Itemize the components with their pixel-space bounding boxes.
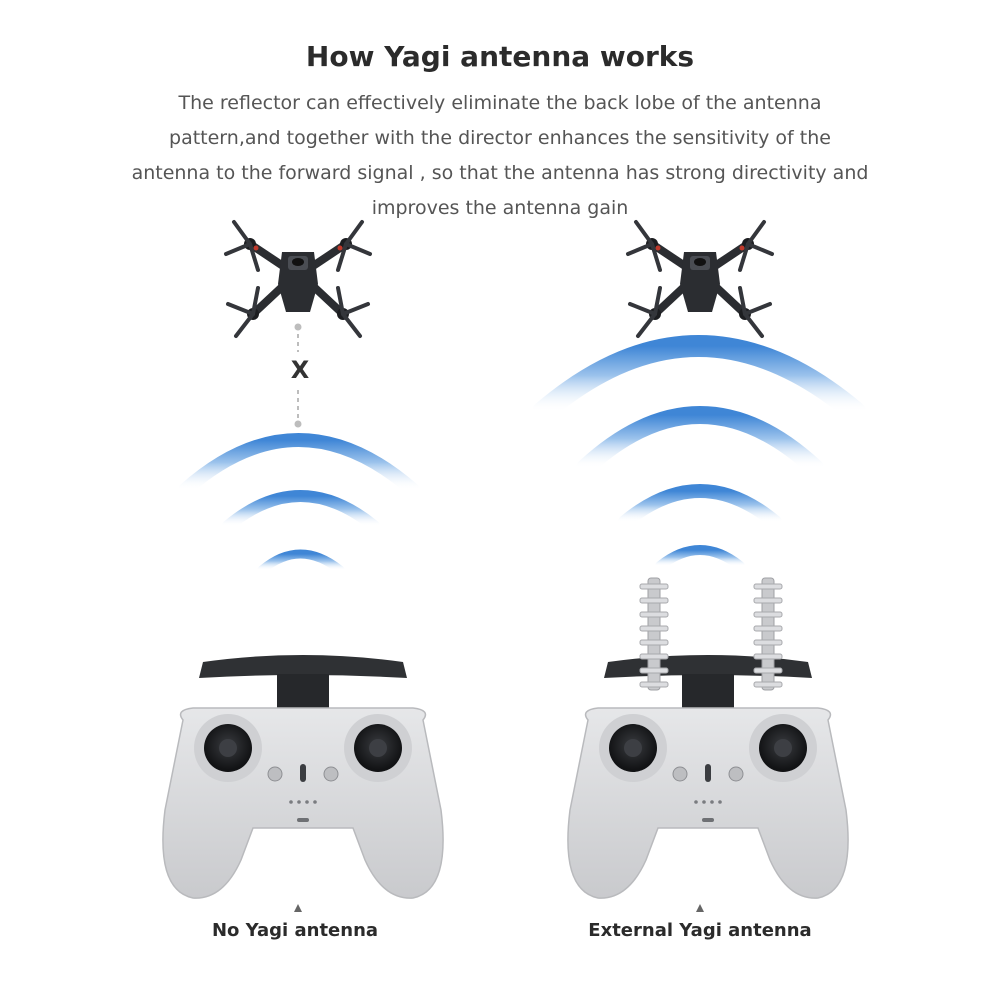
wave-arc — [222, 490, 380, 532]
caret-up-icon-right — [696, 904, 704, 912]
wave-arc — [576, 406, 824, 477]
page-title: How Yagi antenna works — [305, 40, 695, 73]
caret-up-icon-left — [294, 904, 302, 912]
signal-waves-left — [178, 433, 420, 575]
drone-icon-right — [628, 222, 772, 336]
signal-blocked-mark: X — [290, 356, 310, 384]
caption-external-yagi: External Yagi antenna — [588, 920, 812, 941]
wave-arc — [655, 545, 745, 571]
remote-controller-right — [567, 654, 849, 899]
caption-no-yagi: No Yagi antenna — [211, 920, 379, 941]
wave-arc — [618, 484, 782, 529]
yagi-antenna-right-icon — [753, 577, 783, 691]
wave-arc — [257, 549, 345, 575]
drone-icon-left — [226, 222, 370, 336]
wave-arc — [178, 433, 420, 497]
wave-arc — [532, 335, 866, 423]
yagi-antenna-left-icon — [639, 577, 669, 691]
description-text: The reflector can effectively eliminate … — [131, 92, 869, 219]
dashed-signal-line — [294, 323, 302, 428]
signal-waves-right — [532, 335, 866, 571]
remote-controller-left — [162, 654, 444, 899]
